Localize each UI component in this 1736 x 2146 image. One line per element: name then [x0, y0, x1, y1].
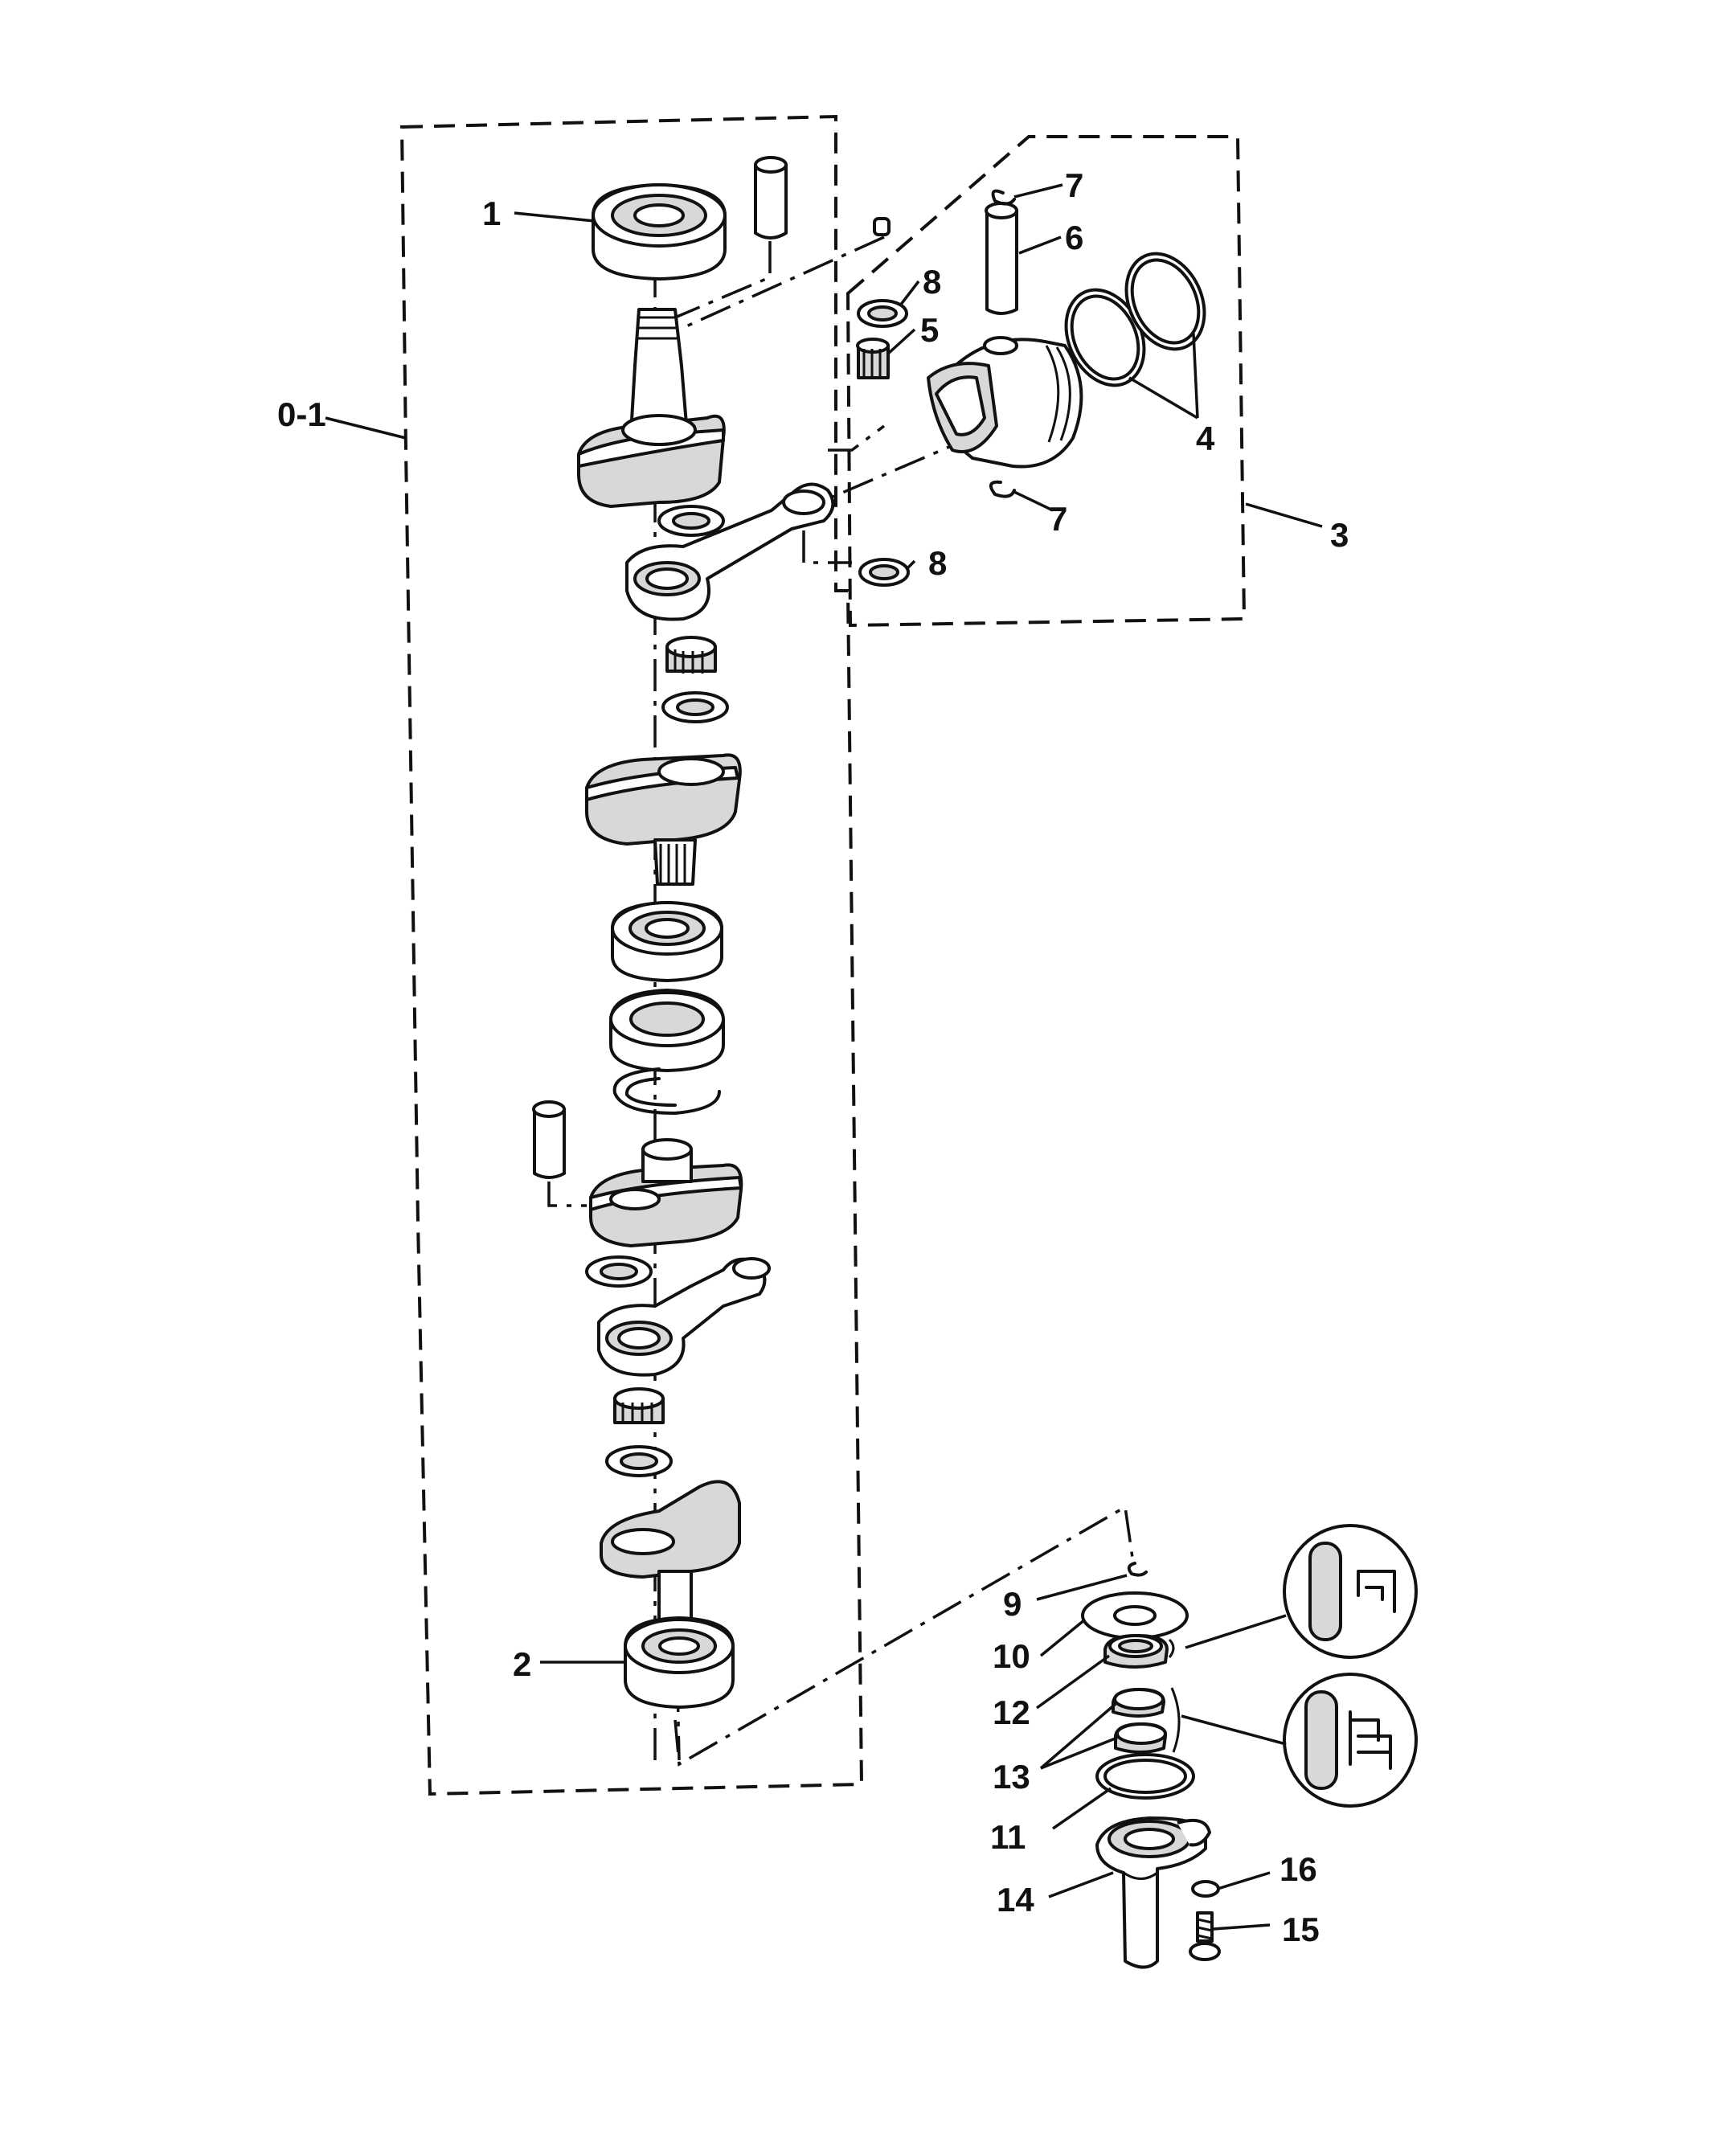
center-seal-carrier — [609, 989, 725, 1072]
label-4: 4 — [1196, 420, 1215, 457]
lower-seal-washer — [1081, 1591, 1189, 1640]
leader-7b — [1013, 490, 1054, 512]
piston-washer-lower — [858, 558, 910, 587]
leader-8b — [905, 559, 916, 571]
piston-washer-upper — [857, 299, 908, 328]
label-6: 6 — [1065, 219, 1083, 256]
leader-14 — [1048, 1871, 1114, 1898]
label-13: 13 — [993, 1758, 1030, 1796]
rod-needle-bearing-lower — [613, 1387, 665, 1424]
thrust-washer-lower-1 — [585, 1255, 653, 1288]
piston-pin-retainer-lower — [989, 480, 1016, 498]
center-main-bearing — [611, 901, 723, 982]
leader-6 — [1018, 235, 1062, 255]
middle-crank-web-upper — [585, 753, 742, 886]
seal-bracket-lower — [1170, 1687, 1181, 1753]
upper-oil-seal — [1103, 1634, 1169, 1669]
center-snap-ring — [612, 1067, 721, 1115]
leader-15 — [1213, 1923, 1271, 1931]
middle-crank-web-lower — [589, 1138, 743, 1247]
leader-0-1 — [325, 416, 407, 440]
leader-5 — [886, 328, 916, 355]
label-9: 9 — [1003, 1585, 1022, 1623]
label-7-upper: 7 — [1065, 166, 1083, 204]
lower-oil-seals — [1112, 1688, 1167, 1754]
piston-needle-bearing — [856, 338, 890, 379]
label-15: 15 — [1282, 1911, 1320, 1948]
label-10: 10 — [993, 1637, 1030, 1675]
lower-seal-snap-ring — [1127, 1562, 1148, 1577]
group-0-1-boundary — [399, 114, 864, 1796]
label-8-lower: 8 — [928, 544, 947, 582]
lower-dowel-pin — [532, 1100, 587, 1207]
upper-dowel-pin — [754, 156, 788, 240]
lower-crankshaft — [600, 1480, 741, 1625]
end-cap-housing — [1095, 1816, 1211, 1969]
piston-ring-inner — [1064, 288, 1146, 387]
thrust-washer-upper-2 — [661, 691, 729, 723]
leader-1 — [514, 211, 596, 223]
upper-connecting-rod — [625, 482, 835, 621]
label-12: 12 — [993, 1693, 1030, 1731]
leader-3 — [1245, 502, 1323, 528]
piston — [927, 336, 1083, 469]
label-3: 3 — [1330, 516, 1349, 554]
seal-detail-upper — [1185, 1524, 1418, 1659]
leader-7a — [1013, 183, 1063, 199]
label-11: 11 — [990, 1818, 1026, 1856]
group-3-boundary — [845, 135, 1247, 628]
leader-13 — [1039, 1702, 1118, 1770]
lower-main-bearing — [624, 1616, 735, 1709]
label-5: 5 — [920, 311, 939, 349]
label-1: 1 — [482, 195, 501, 232]
upper-crankshaft — [577, 308, 726, 508]
pin-guide-line — [674, 235, 885, 331]
label-16: 16 — [1279, 1850, 1317, 1888]
woodruff-key — [873, 217, 891, 236]
leader-8a — [899, 280, 920, 307]
leader-16 — [1217, 1871, 1271, 1890]
rod-needle-bearing-upper — [665, 636, 717, 674]
bearing-to-seal-line — [674, 1505, 1135, 1767]
upper-main-bearing — [592, 183, 727, 281]
label-2: 2 — [513, 1645, 531, 1683]
label-7-lower: 7 — [1049, 500, 1067, 538]
thrust-washer-lower-2 — [605, 1445, 673, 1477]
lower-o-ring — [1095, 1753, 1195, 1800]
seal-detail-lower — [1181, 1673, 1418, 1808]
piston-pin-retainer-upper — [991, 189, 1016, 206]
thrust-washer-upper-1 — [657, 505, 725, 537]
label-0-1: 0-1 — [277, 395, 326, 433]
piston-ring-outer — [1124, 252, 1206, 351]
label-14: 14 — [997, 1881, 1034, 1919]
label-8-upper: 8 — [923, 263, 941, 301]
leader-4 — [1128, 333, 1199, 420]
lower-connecting-rod — [597, 1257, 771, 1377]
piston-pin — [985, 202, 1018, 315]
leader-11 — [1052, 1787, 1112, 1830]
end-cap-screw — [1189, 1911, 1221, 1961]
end-cap-washer — [1191, 1880, 1220, 1898]
leader-12 — [1035, 1654, 1111, 1710]
leader-9 — [1036, 1574, 1128, 1601]
leader-10 — [1039, 1618, 1087, 1657]
seal-bracket-upper — [1168, 1638, 1175, 1658]
